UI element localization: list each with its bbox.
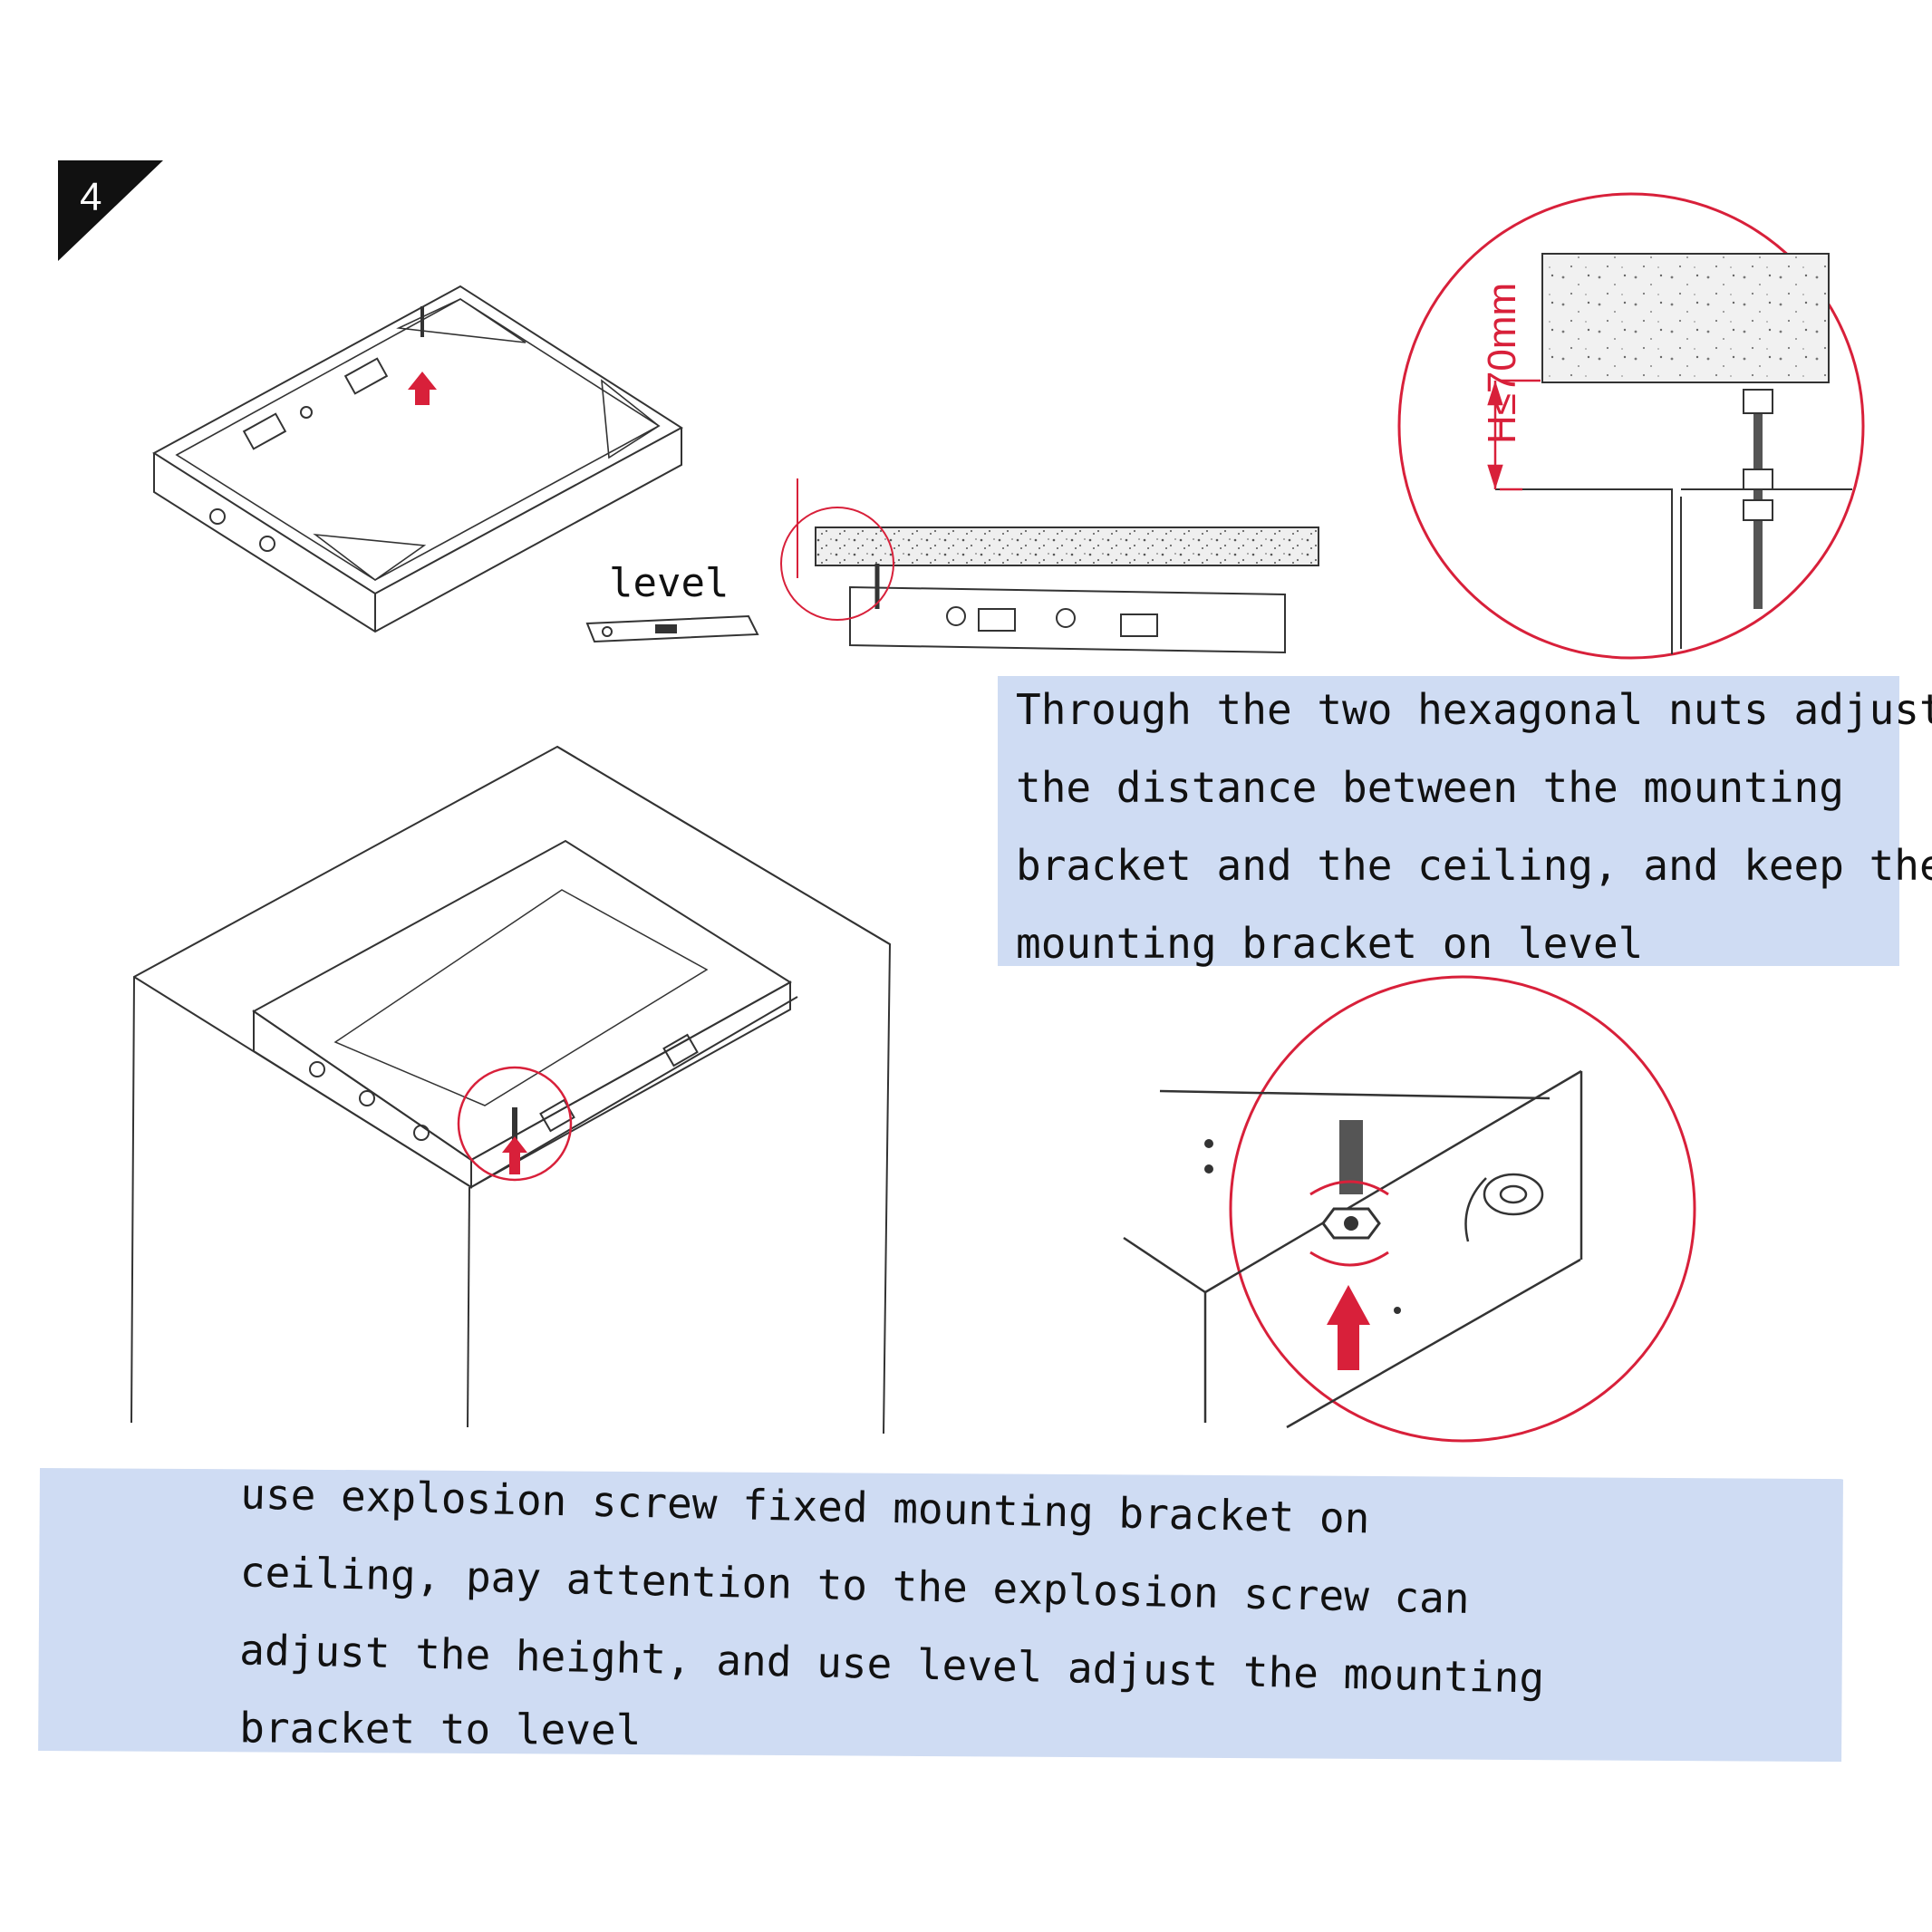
caption-line: ceiling, pay attention to the explosion …	[239, 1547, 1471, 1623]
height-spec-label: H≤70mm	[1480, 283, 1524, 444]
side-view-bracket	[815, 526, 1319, 654]
up-arrow-icon	[408, 372, 437, 405]
caption-line: Through the two hexagonal nuts adjust	[1016, 685, 1932, 734]
up-arrow-icon	[1327, 1285, 1370, 1370]
mounting-bracket-top-view	[152, 285, 683, 633]
detail-callout-bracket	[457, 1066, 573, 1182]
ceiling-corner-view	[130, 745, 892, 1435]
nut-adjust-detail-circle	[1123, 975, 1696, 1443]
caption-adjust-nuts: Through the two hexagonal nuts adjust th…	[998, 676, 1932, 968]
level-tool	[585, 614, 759, 643]
caption-explosion-screw: use explosion screw fixed mounting brack…	[38, 1468, 1843, 1763]
caption-line: the distance between the mounting	[1016, 763, 1844, 812]
detail-callout-small	[780, 478, 894, 621]
caption-line: mounting bracket on level	[1016, 919, 1644, 968]
caption-line: bracket and the ceiling, and keep the	[1016, 841, 1932, 890]
level-label: level	[609, 560, 729, 606]
step-number: 4	[80, 175, 101, 219]
height-detail-circle	[1397, 192, 1865, 660]
step-badge	[58, 160, 163, 261]
caption-line: adjust the height, and use level adjust …	[238, 1625, 1545, 1703]
caption-line: bracket to level	[239, 1703, 642, 1755]
caption-line: use explosion screw fixed mounting brack…	[239, 1469, 1370, 1543]
